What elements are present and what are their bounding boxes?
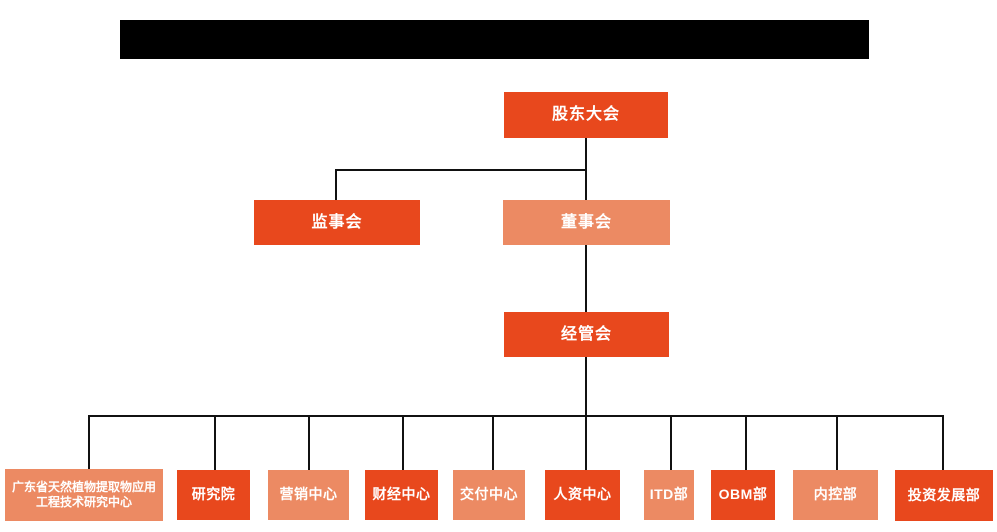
connector-directors-drop (585, 169, 587, 200)
connector-level2-horizontal (335, 169, 587, 171)
org-node-marketing-center: 营销中心 (268, 470, 349, 520)
org-node-investment-development-department: 投资发展部 (895, 470, 993, 521)
org-node-research-institute: 研究院 (177, 470, 250, 520)
connector-drop-obm (745, 415, 747, 470)
org-node-hr-center: 人资中心 (545, 470, 620, 520)
connector-drop-investment (942, 415, 944, 470)
org-node-gd-research-center: 广东省天然植物提取物应用工程技术研究中心 (5, 469, 163, 521)
org-node-internal-control-department: 内控部 (793, 470, 878, 520)
connector-shareholders-down (585, 138, 587, 171)
connector-management-bus (585, 357, 587, 417)
connector-drop-internal-control (836, 415, 838, 470)
connector-drop-delivery (492, 415, 494, 470)
org-node-delivery-center: 交付中心 (453, 470, 525, 520)
redacted-title-bar (120, 20, 869, 59)
connector-drop-itd (670, 415, 672, 470)
connector-drop-research (214, 415, 216, 470)
org-node-management-committee: 经管会 (504, 312, 669, 357)
connector-bottom-bus (88, 415, 944, 417)
org-node-board-of-directors: 董事会 (503, 200, 670, 245)
connector-supervisors-drop (335, 169, 337, 200)
org-node-board-of-supervisors: 监事会 (254, 200, 420, 245)
org-node-finance-center: 财经中心 (365, 470, 438, 520)
org-node-shareholders-meeting: 股东大会 (504, 92, 668, 138)
org-node-itd-department: ITD部 (644, 470, 694, 520)
connector-drop-marketing (308, 415, 310, 470)
connector-drop-finance (402, 415, 404, 470)
connector-directors-management (585, 245, 587, 313)
connector-drop-gd-center (88, 415, 90, 470)
connector-drop-hr (585, 415, 587, 470)
org-node-obm-department: OBM部 (711, 470, 775, 520)
